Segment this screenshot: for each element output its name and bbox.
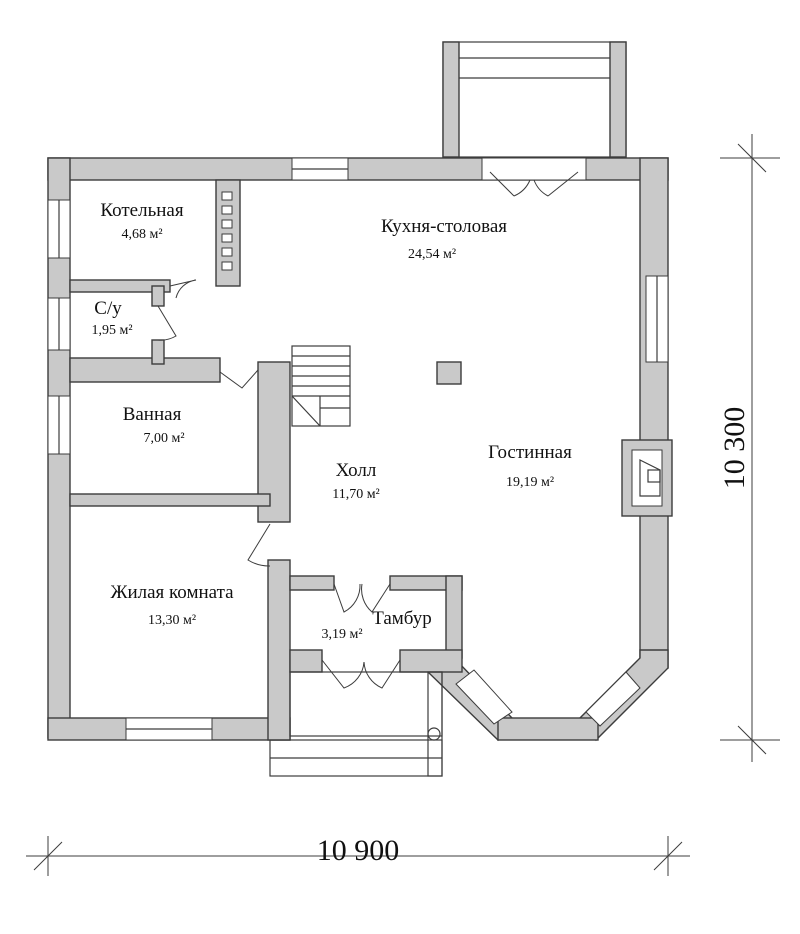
room-hall: Холл 11,70 м² (332, 460, 380, 502)
room-name: Холл (336, 460, 377, 481)
room-name: Котельная (100, 200, 183, 221)
dimension-width: 10 900 (26, 834, 690, 876)
room-vestibule: Тамбур 3,19 м² (321, 608, 431, 642)
dimension-height: 10 300 (718, 134, 780, 762)
room-name: С/у (94, 298, 122, 319)
room-name: Ванная (123, 404, 182, 425)
room-name: Жилая комната (110, 582, 234, 603)
room-area: 4,68 м² (121, 227, 162, 242)
top-terrace (442, 41, 627, 158)
room-name: Тамбур (372, 608, 432, 629)
room-area: 24,54 м² (408, 247, 456, 262)
room-bath: Ванная 7,00 м² (123, 404, 185, 446)
room-wc: С/у 1,95 м² (91, 298, 132, 338)
room-area: 11,70 м² (332, 487, 380, 502)
windows (47, 157, 669, 741)
room-area: 1,95 м² (91, 323, 132, 338)
room-area: 13,30 м² (148, 613, 196, 628)
room-kitchen: Кухня-столовая 24,54 м² (381, 216, 507, 262)
staircase (291, 345, 351, 427)
room-living: Жилая комната 13,30 м² (110, 582, 234, 628)
outer-walls (47, 157, 669, 742)
width-label: 10 900 (317, 834, 400, 867)
room-name: Гостинная (488, 442, 572, 463)
entrance-porch (269, 671, 443, 777)
room-area: 19,19 м² (506, 475, 554, 490)
vent-blocks (221, 191, 233, 271)
room-lounge: Гостинная 19,19 м² (488, 442, 572, 490)
interior-walls (69, 179, 673, 741)
room-boiler: Котельная 4,68 м² (100, 200, 183, 242)
doors (157, 171, 579, 689)
height-label: 10 300 (718, 407, 751, 490)
room-area: 7,00 м² (143, 431, 184, 446)
room-area: 3,19 м² (321, 627, 362, 642)
room-name: Кухня-столовая (381, 216, 507, 237)
